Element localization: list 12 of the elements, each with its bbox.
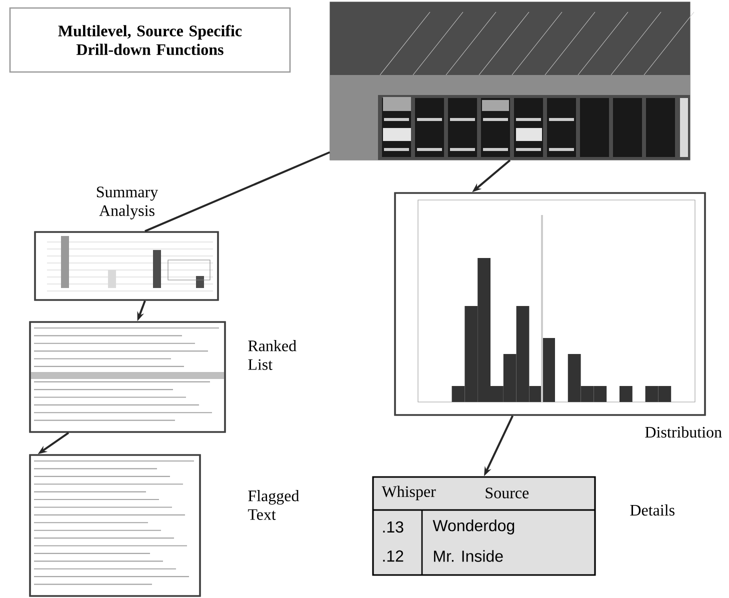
node-label: Ranked List bbox=[248, 340, 296, 370]
node-label: Details bbox=[630, 504, 674, 516]
histogram-thumbnail bbox=[394, 192, 706, 416]
text-thumbnail bbox=[29, 454, 201, 597]
bar-chart-thumbnail bbox=[34, 231, 219, 301]
ranked-list-thumbnail bbox=[29, 321, 226, 433]
details-table: Whisper Source .13 Wonderdog .12 Mr. Inside bbox=[372, 476, 596, 576]
title-box: Multilevel, Source Specific Drill-down Functions bbox=[9, 7, 291, 73]
node-label: Flagged Text bbox=[248, 490, 300, 520]
dashboard-screenshot bbox=[330, 2, 694, 160]
node-label: Distribution bbox=[645, 426, 722, 438]
node-label: Summary Analysis bbox=[96, 186, 158, 220]
